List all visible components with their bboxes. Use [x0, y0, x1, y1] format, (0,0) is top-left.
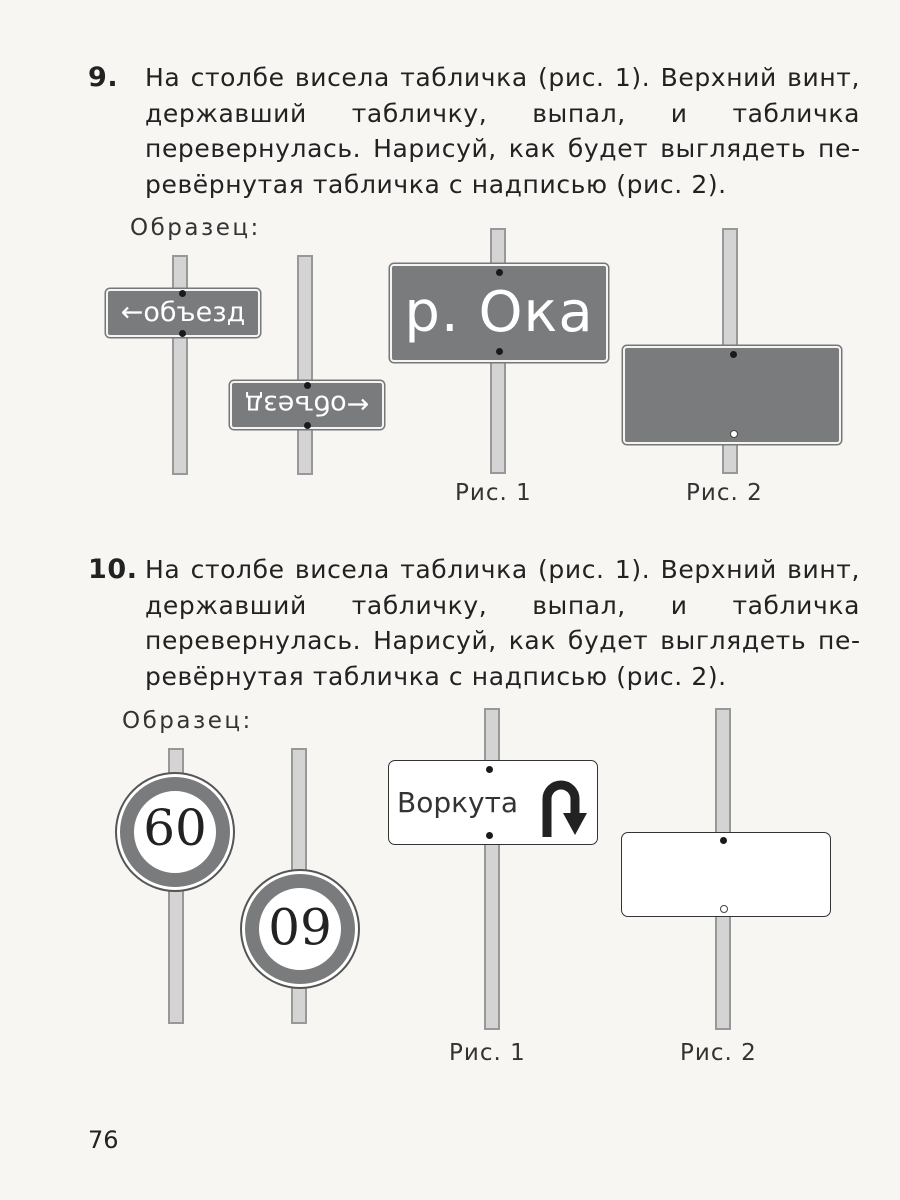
sample-label: Образец: [130, 215, 261, 241]
fig1-sign: р. Ока [390, 264, 608, 362]
fig1-caption: Рис. 1 [449, 1040, 526, 1066]
screw [496, 348, 503, 355]
task-10: 10. На столбе висела табличка (рис. 1). … [88, 552, 860, 694]
task-9: 9. На столбе висела табличка (рис. 1). В… [88, 60, 860, 202]
sign-text-flipped: ←объезд [244, 389, 370, 420]
sample-round-sign-upright: 60 [115, 772, 235, 892]
task-number: 10. [88, 554, 138, 585]
sign-number-flipped: 60 [268, 896, 332, 954]
task-text: На столбе висела табличка (рис. 1). Верх… [145, 63, 860, 199]
empty-screw-hole [720, 905, 728, 913]
screw [730, 351, 737, 358]
task-number: 9. [88, 62, 119, 93]
fig2-caption: Рис. 2 [680, 1040, 757, 1066]
sample-sign-upright: ←объезд [106, 289, 260, 337]
screw [486, 832, 493, 839]
screw [179, 290, 186, 297]
fig2-caption: Рис. 2 [686, 480, 763, 506]
sample-label: Образец: [122, 708, 253, 734]
sign-number: 60 [143, 799, 207, 857]
pole [297, 255, 313, 475]
sample-round-sign-flipped: 60 [240, 869, 360, 989]
u-turn-arrow-icon [542, 780, 587, 837]
fig2-sign-blank [623, 346, 841, 444]
fig2-sign-blank [621, 832, 831, 917]
screw [486, 766, 493, 773]
task-text: На столбе висела табличка (рис. 1). Верх… [145, 555, 860, 691]
screw [304, 422, 311, 429]
sign-text: р. Ока [404, 280, 594, 345]
fig1-caption: Рис. 1 [455, 480, 532, 506]
screw [179, 330, 186, 337]
screw [720, 837, 727, 844]
empty-screw-hole [730, 430, 738, 438]
fig1-sign: Воркута [388, 760, 598, 845]
pole [172, 255, 188, 475]
sign-text: Воркута [397, 786, 519, 819]
sample-sign-flipped: ←объезд [230, 381, 384, 429]
pole [484, 708, 500, 1030]
sign-text: ←объезд [120, 297, 246, 328]
screw [304, 382, 311, 389]
page-number: 76 [88, 1126, 119, 1154]
screw [496, 269, 503, 276]
